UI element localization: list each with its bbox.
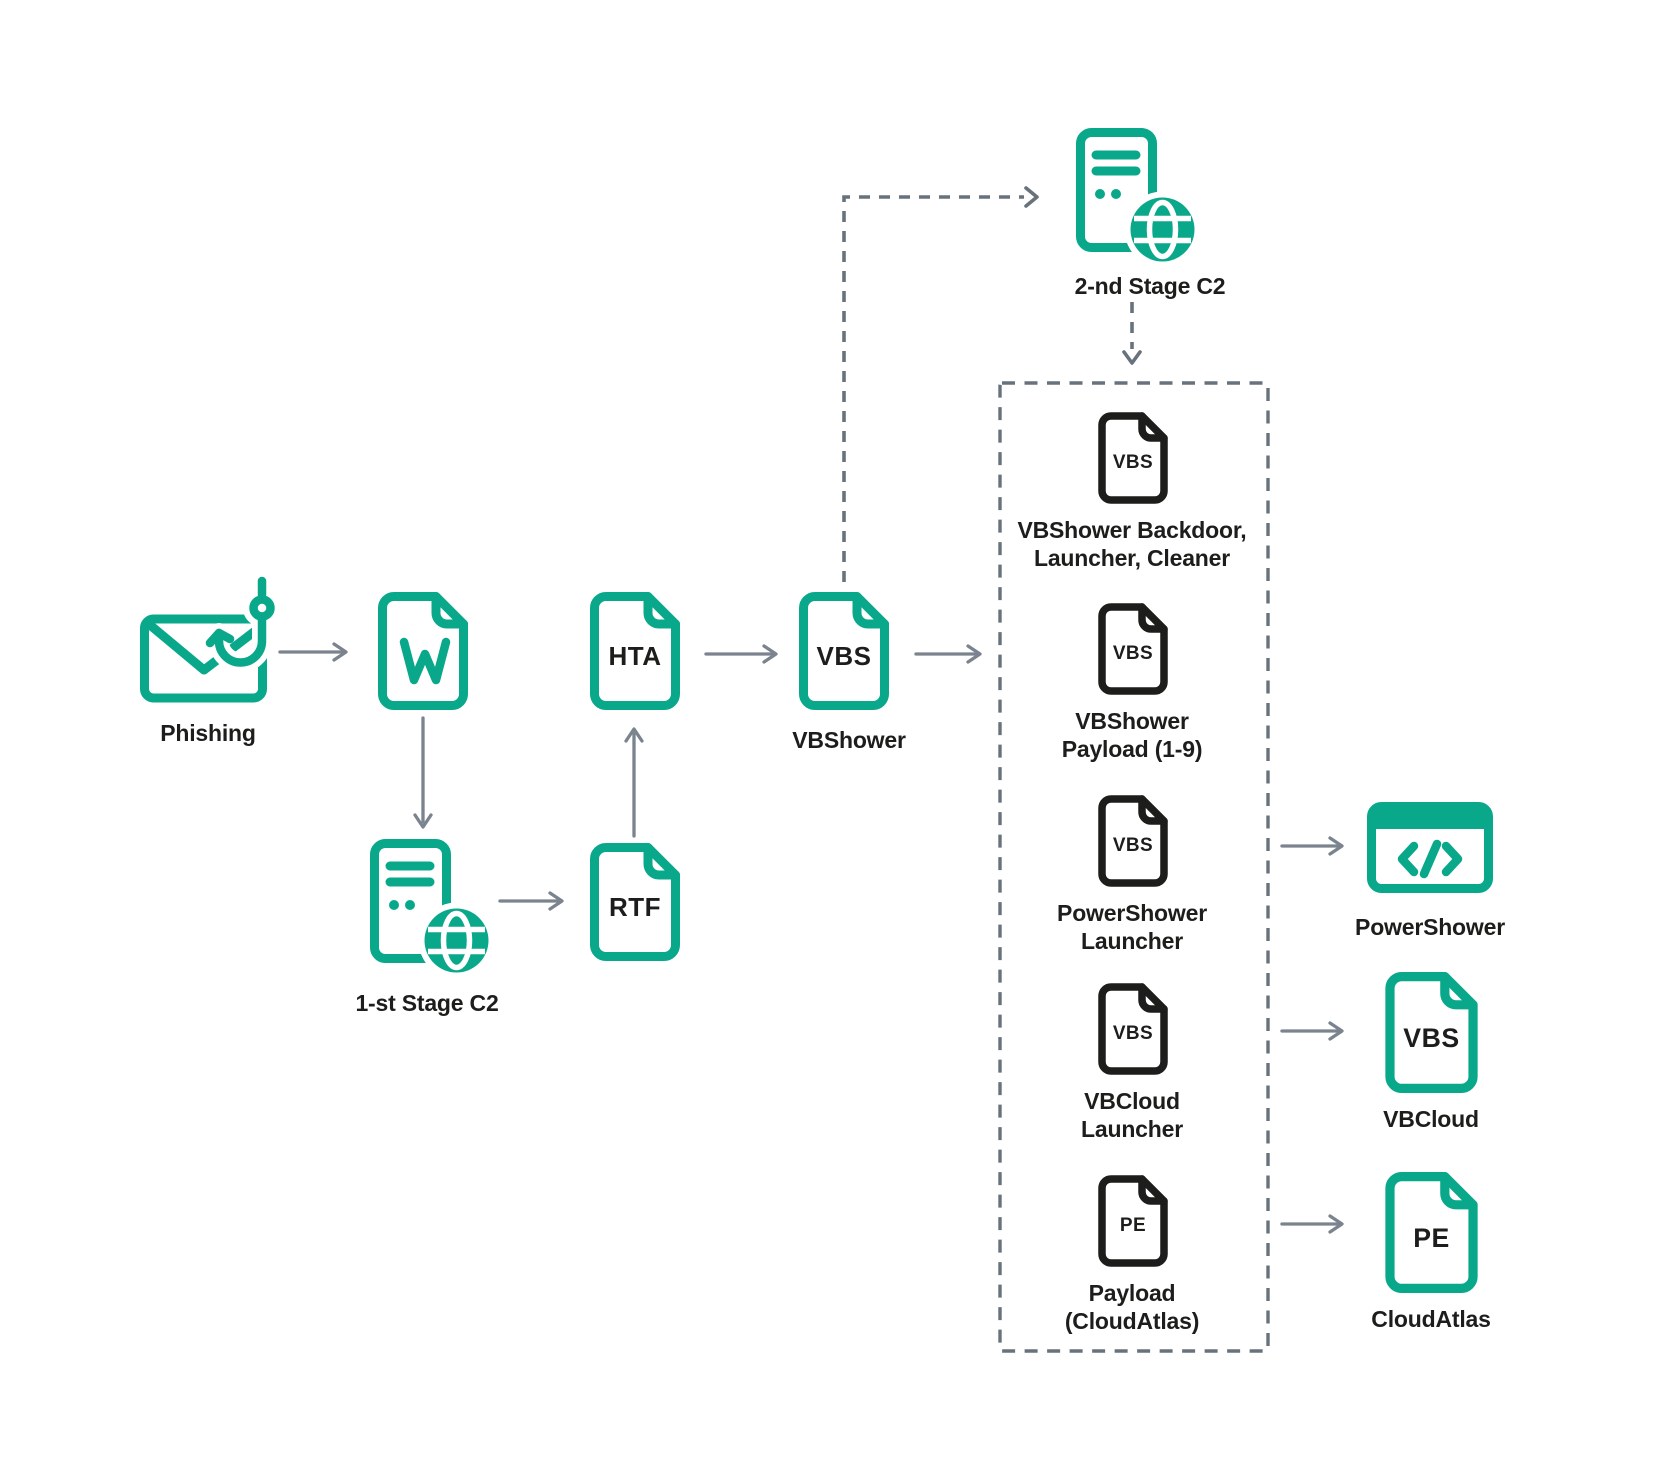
vbs-ext-label: VBS xyxy=(1113,835,1153,856)
server-globe-icon xyxy=(370,839,495,979)
email-hook-icon xyxy=(140,571,281,703)
arrow-rtf-to-hta xyxy=(624,727,644,838)
hta-file-icon: HTA xyxy=(590,592,680,710)
node-vbshower: VBS VBShower xyxy=(792,592,906,753)
arrow-phishing-to-word xyxy=(278,642,348,662)
rtf-file-icon: RTF xyxy=(590,843,680,961)
payload-group-box xyxy=(998,381,1270,1353)
pe-ext-label: PE xyxy=(1413,1223,1450,1253)
pe-file-icon: PE xyxy=(1385,1172,1478,1293)
vbs-file-icon: VBS xyxy=(799,592,889,710)
dashed-arrow-stage2-c2-to-payload-group xyxy=(1122,302,1142,365)
window-title-bar xyxy=(1371,806,1489,829)
payload-item-payload-cloudatlas: PE Payload (CloudAtlas) xyxy=(1065,1175,1199,1334)
vbs-file-icon: VBS xyxy=(1385,972,1478,1093)
code-brackets-icon xyxy=(1397,839,1463,879)
node-stage2-c2: 2-nd Stage C2 xyxy=(1075,128,1226,299)
node-rtf: RTF xyxy=(590,843,680,961)
vbs-ext-label: VBS xyxy=(1113,452,1153,473)
node-stage1-c2: 1-st Stage C2 xyxy=(355,839,500,1016)
phishing-label: Phishing xyxy=(160,720,256,746)
vbs-file-icon: VBS xyxy=(1098,412,1168,504)
payload-item-powershower-launcher: VBS PowerShower Launcher xyxy=(1057,795,1207,954)
pe-file-icon: PE xyxy=(1098,1175,1168,1267)
node-word-doc xyxy=(378,592,468,710)
globe-icon xyxy=(418,902,495,979)
payload-item-vbshower-backdoor: VBS VBShower Backdoor, Launcher, Cleaner xyxy=(1017,412,1247,571)
powershower-label: PowerShower xyxy=(1355,914,1505,940)
stage2-c2-label: 2-nd Stage C2 xyxy=(1074,273,1226,299)
arrow-vbshower-to-payload-group xyxy=(914,644,982,664)
code-window-icon xyxy=(1367,802,1493,893)
arrow-group-to-vbcloud xyxy=(1280,1021,1344,1041)
cloudatlas-label: CloudAtlas xyxy=(1371,1306,1491,1332)
arrow-group-to-powershower xyxy=(1280,836,1344,856)
pe-ext-label: PE xyxy=(1120,1215,1146,1236)
arrow-word-to-stage1-c2 xyxy=(413,716,433,829)
vbs-ext-label: VBS xyxy=(817,641,872,671)
hta-ext-label: HTA xyxy=(608,641,661,671)
node-hta: HTA xyxy=(590,592,680,710)
payload-item-label: VBShower Backdoor, Launcher, Cleaner xyxy=(1017,517,1247,571)
node-powershower: PowerShower xyxy=(1355,802,1505,940)
globe-icon xyxy=(1124,191,1201,268)
w-glyph xyxy=(399,637,451,685)
payload-item-label: Payload (CloudAtlas) xyxy=(1064,1280,1200,1334)
payload-item-vbshower-payload: VBS VBShower Payload (1-9) xyxy=(1062,603,1202,762)
rtf-ext-label: RTF xyxy=(609,892,661,922)
node-phishing: Phishing xyxy=(138,571,281,746)
payload-item-vbcloud-launcher: VBS VBCloud Launcher xyxy=(1081,983,1183,1142)
arrow-stage1-c2-to-rtf xyxy=(498,891,564,911)
node-vbcloud: VBS VBCloud xyxy=(1383,972,1479,1132)
payload-item-label: PowerShower Launcher xyxy=(1057,900,1207,954)
node-cloudatlas: PE CloudAtlas xyxy=(1371,1172,1491,1332)
word-document-icon xyxy=(378,592,468,710)
vbs-file-icon: VBS xyxy=(1098,603,1168,695)
vbs-ext-label: VBS xyxy=(1403,1023,1459,1053)
fish-hook-icon xyxy=(205,576,275,667)
stage1-c2-label: 1-st Stage C2 xyxy=(355,990,499,1016)
arrow-hta-to-vbshower xyxy=(704,644,778,664)
vbs-file-icon: VBS xyxy=(1098,983,1168,1075)
server-globe-icon xyxy=(1076,128,1201,268)
vbshower-label: VBShower xyxy=(792,727,906,753)
server-tower-icon xyxy=(370,839,451,963)
server-tower-icon xyxy=(1076,128,1157,252)
vbs-file-icon: VBS xyxy=(1098,795,1168,887)
payload-item-label: VBShower Payload (1-9) xyxy=(1061,708,1203,762)
vbcloud-label: VBCloud xyxy=(1383,1106,1479,1132)
vbs-ext-label: VBS xyxy=(1113,643,1153,664)
payload-item-label: VBCloud Launcher xyxy=(1081,1088,1183,1142)
vbs-ext-label: VBS xyxy=(1113,1023,1153,1044)
arrow-group-to-cloudatlas xyxy=(1280,1214,1344,1234)
dashed-arrow-vbshower-to-stage2-c2 xyxy=(842,186,1039,582)
